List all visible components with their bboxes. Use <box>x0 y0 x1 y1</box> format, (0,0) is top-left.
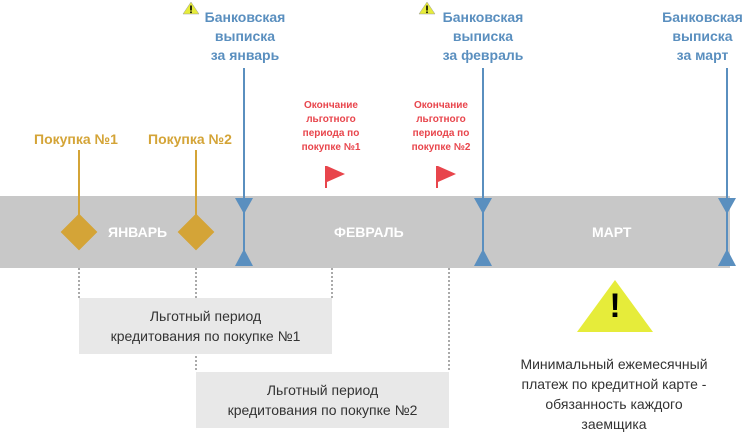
statement-jan-marker <box>235 68 253 266</box>
purchase-1-diamond-icon <box>60 213 98 251</box>
statement-feb-label: Банковская выписка за февраль <box>442 9 524 63</box>
grace-period-2-box: Льготный период кредитования по покупке … <box>196 372 449 428</box>
month-jan-label: ЯНВАРЬ <box>108 224 168 240</box>
statement-feb-marker <box>474 68 492 266</box>
purchase-1-label: Покупка №1 <box>34 131 118 147</box>
large-warning-icon <box>577 280 653 332</box>
statement-mar-label: Банковская выписка за март <box>662 9 743 63</box>
timeline-band <box>0 196 730 268</box>
purchase-2-diamond-icon <box>177 213 215 251</box>
grace-end-2-label: Окончание льготного периода по покупке №… <box>411 100 471 153</box>
statement-jan-warning-icon <box>182 1 200 15</box>
statement-feb-warning-icon <box>418 1 436 15</box>
grace-end-2-flag-icon <box>436 166 456 188</box>
month-mar-label: МАРТ <box>592 224 632 240</box>
grace-period-1-box: Льготный период кредитования по покупке … <box>79 298 332 354</box>
month-feb-label: ФЕВРАЛЬ <box>334 224 404 240</box>
minimum-payment-note: Минимальный ежемесячный платеж по кредит… <box>520 356 708 432</box>
grace-end-1-flag-icon <box>325 166 345 188</box>
statement-mar-marker <box>718 68 736 266</box>
statement-jan-label: Банковская выписка за январь <box>204 9 286 63</box>
large-warning-mark: ! <box>609 287 621 325</box>
grace-end-1-label: Окончание льготного периода по покупке №… <box>301 100 361 153</box>
purchase-2-label: Покупка №2 <box>148 131 232 147</box>
